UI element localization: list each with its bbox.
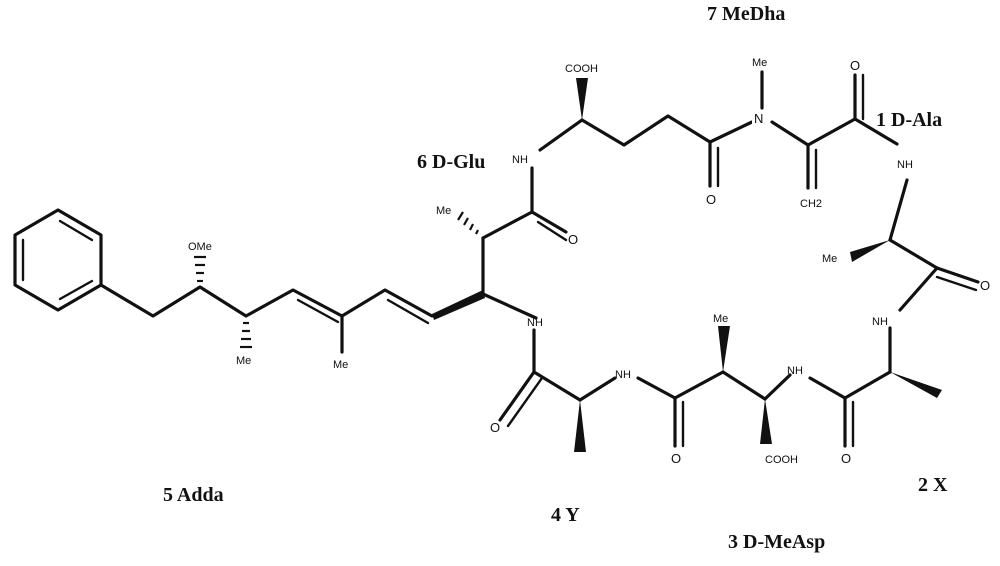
atom-o-y: O bbox=[490, 420, 500, 435]
atom-labels: COOH COOH N Me O CH2 O NH Me O NH O NH M… bbox=[188, 57, 990, 466]
residue-label-7: 7 MeDha bbox=[707, 3, 785, 25]
atom-nh-x: NH bbox=[872, 316, 888, 328]
atom-me-n-medha: Me bbox=[752, 57, 767, 69]
hash-bond-me-alpha bbox=[457, 211, 479, 235]
atom-cooh-glu: COOH bbox=[565, 63, 598, 75]
atom-me-ala1: Me bbox=[822, 253, 837, 265]
atom-nh-asp: NH bbox=[787, 365, 803, 377]
atom-nh-adda: NH bbox=[527, 317, 543, 329]
atom-nh-ala1: NH bbox=[897, 159, 913, 171]
residue-label-4: 4 Y bbox=[551, 504, 580, 526]
residue-label-1: 1 D-Ala bbox=[876, 109, 942, 131]
atom-me-adda-c8: Me bbox=[236, 355, 251, 367]
residue-label-5: 5 Adda bbox=[163, 484, 224, 506]
atom-o-ala1: O bbox=[980, 278, 990, 293]
atom-nh-y: NH bbox=[615, 369, 631, 381]
atom-ome-adda: OMe bbox=[188, 241, 212, 253]
atom-me-adda-c6: Me bbox=[333, 359, 348, 371]
peptide-ring bbox=[432, 70, 980, 452]
atom-o-medha: O bbox=[850, 58, 860, 73]
atom-cooh-asp: COOH bbox=[765, 454, 798, 466]
atom-me-asp: Me bbox=[713, 313, 728, 325]
atom-me-adda-alpha: Me bbox=[436, 205, 451, 217]
hash-bond-ome bbox=[194, 255, 206, 283]
phenyl-ring bbox=[13, 208, 103, 312]
adda-chain bbox=[99, 255, 485, 354]
residue-label-3: 3 D-MeAsp bbox=[728, 531, 825, 553]
atom-n-medha: N bbox=[754, 111, 763, 126]
residue-label-2: 2 X bbox=[918, 474, 948, 496]
atom-o-x: O bbox=[841, 451, 851, 466]
residue-label-6: 6 D-Glu bbox=[417, 151, 485, 173]
residue-labels: 7 MeDha 1 D-Ala 6 D-Glu 5 Adda 4 Y 2 X 3… bbox=[163, 3, 948, 553]
atom-o-adda: O bbox=[568, 232, 578, 247]
atom-o-asp: O bbox=[671, 451, 681, 466]
atom-ch2-medha: CH2 bbox=[800, 198, 822, 210]
hash-bond-me-c8 bbox=[240, 321, 252, 349]
atom-nh-glu: NH bbox=[512, 154, 528, 166]
atom-o-glu-side: O bbox=[706, 192, 716, 207]
